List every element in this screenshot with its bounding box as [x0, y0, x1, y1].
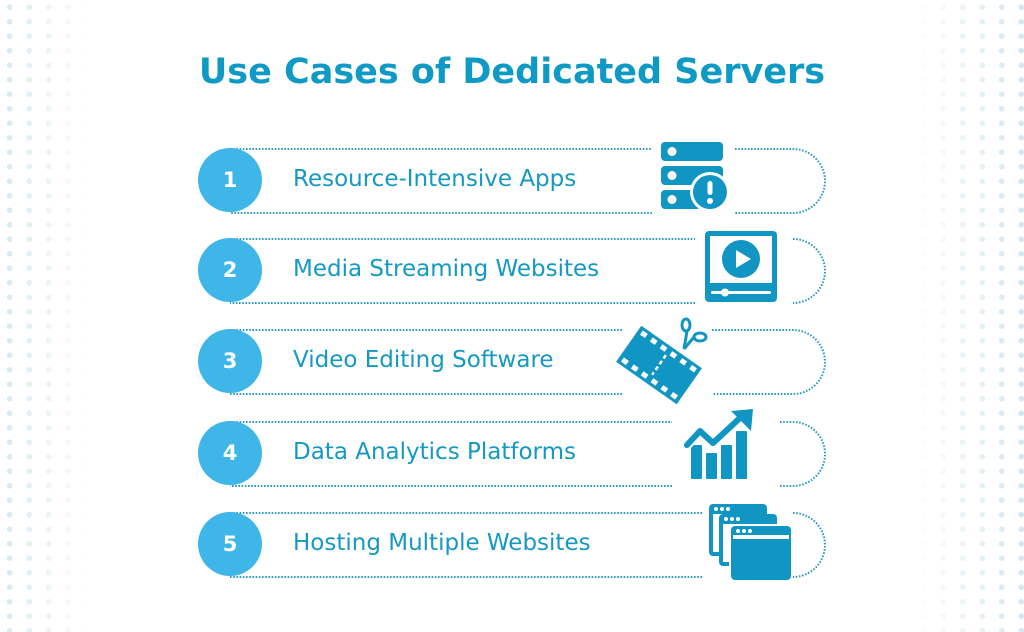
page-title: Use Cases of Dedicated Servers [198, 52, 826, 92]
use-case-label: Data Analytics Platforms [293, 439, 576, 465]
step-number-badge: 2 [198, 238, 262, 302]
use-case-item-5: 5 Hosting Multiple Websites [0, 504, 1024, 580]
background-dot-pattern-left [0, 0, 90, 632]
browser-windows-icon [709, 504, 791, 580]
use-case-item-4: 4 Data Analytics Platforms [0, 409, 1024, 487]
dotted-pill-outline [230, 512, 826, 578]
use-case-label: Resource-Intensive Apps [293, 166, 577, 192]
dotted-pill-outline [230, 329, 826, 395]
video-player-icon [705, 231, 777, 302]
film-scissors-icon [616, 317, 708, 405]
step-number-badge: 4 [198, 421, 262, 485]
use-case-label: Media Streaming Websites [293, 256, 600, 282]
step-number-badge: 1 [198, 148, 262, 212]
dotted-pill-outline [230, 148, 826, 214]
use-case-label: Hosting Multiple Websites [293, 530, 591, 556]
use-case-label: Video Editing Software [293, 347, 554, 373]
step-number-badge: 5 [198, 512, 262, 576]
background-dot-pattern-right [914, 0, 1024, 632]
growth-chart-icon [683, 409, 753, 479]
use-case-item-3: 3 Video Editing Software [0, 317, 1024, 405]
use-case-item-1: 1 Resource-Intensive Apps [0, 142, 1024, 214]
step-number-badge: 3 [198, 329, 262, 393]
use-case-item-2: 2 Media Streaming Websites [0, 231, 1024, 304]
server-alert-icon [661, 142, 730, 212]
dotted-pill-outline [230, 421, 826, 487]
dotted-pill-outline [230, 238, 826, 304]
